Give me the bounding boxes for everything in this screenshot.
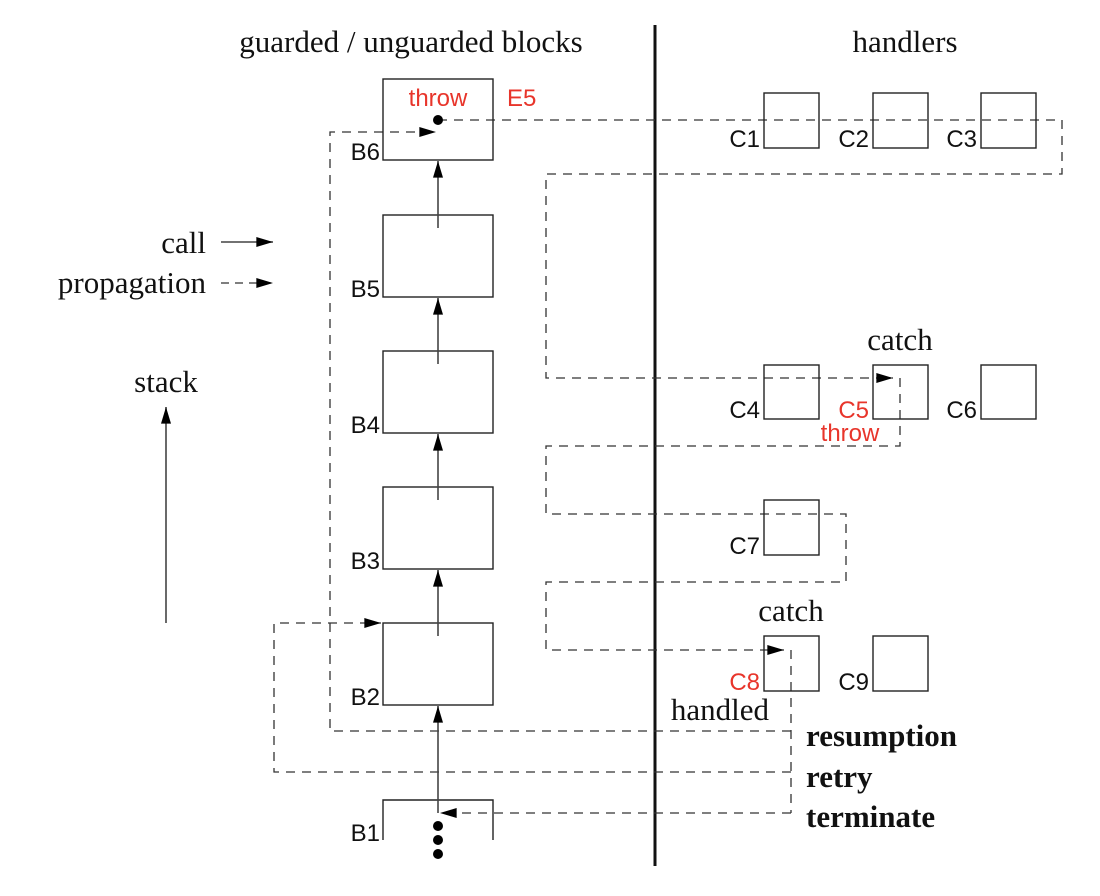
handler-c5-throw-label: throw [821,420,880,447]
continuation-dot-icon [433,849,443,859]
handler-c7: C7 [729,499,820,560]
block-b4-label: B4 [351,412,380,439]
block-b1-label: B1 [351,820,380,847]
outcome-retry: retry [806,759,873,794]
handler-c3-label: C3 [946,126,977,153]
resumption-path [329,127,791,732]
handler-c9: C9 [838,635,929,696]
block-b2: B2 [351,622,494,711]
handler-c7-label: C7 [729,533,760,560]
handler-c8-label: C8 [729,669,760,696]
handler-c5: catch C5 throw [821,322,934,447]
continuation-dot-icon [433,821,443,831]
legend-propagation-label: propagation [58,265,207,300]
handler-c1: C1 [729,92,820,153]
heading-handlers: handlers [852,24,957,59]
block-b3: B3 [351,486,494,575]
outcome-terminate: terminate [806,799,935,834]
handler-c6-label: C6 [946,397,977,424]
heading-guarded-blocks: guarded / unguarded blocks [239,24,582,59]
block-b6-throw-label: throw [409,85,468,112]
handler-c2-label: C2 [838,126,869,153]
block-b6: throw E5 B6 [351,78,536,166]
block-b4: B4 [351,350,494,439]
continuation-dot-icon [433,835,443,845]
handler-c5-catch-label: catch [867,322,933,357]
handler-c4: C4 [729,364,820,424]
block-b2-label: B2 [351,684,380,711]
block-b3-label: B3 [351,548,380,575]
block-b1: B1 [351,799,494,859]
handler-c2: C2 [838,92,929,153]
handler-c6: C6 [946,364,1037,424]
block-b6-label: B6 [351,139,380,166]
handler-c8: catch C8 handled [671,593,824,727]
handler-c5-label: C5 [838,397,869,424]
handler-c8-handled-label: handled [671,692,770,727]
throw-point-icon [433,115,443,125]
legend-stack-label: stack [134,364,198,399]
legend-call-label: call [161,225,206,260]
handler-c4-label: C4 [729,397,760,424]
propagation-path-e5 [438,119,1063,383]
block-b6-exception-label: E5 [507,85,536,112]
retry-path [273,618,791,773]
handler-c3: C3 [946,92,1037,153]
outcome-resumption: resumption [806,718,957,753]
handler-c9-label: C9 [838,669,869,696]
handler-c8-catch-label: catch [758,593,824,628]
handler-c1-label: C1 [729,126,760,153]
propagation-path-c5-throw [545,378,901,655]
block-b5-label: B5 [351,276,380,303]
block-b5: B5 [351,214,494,303]
